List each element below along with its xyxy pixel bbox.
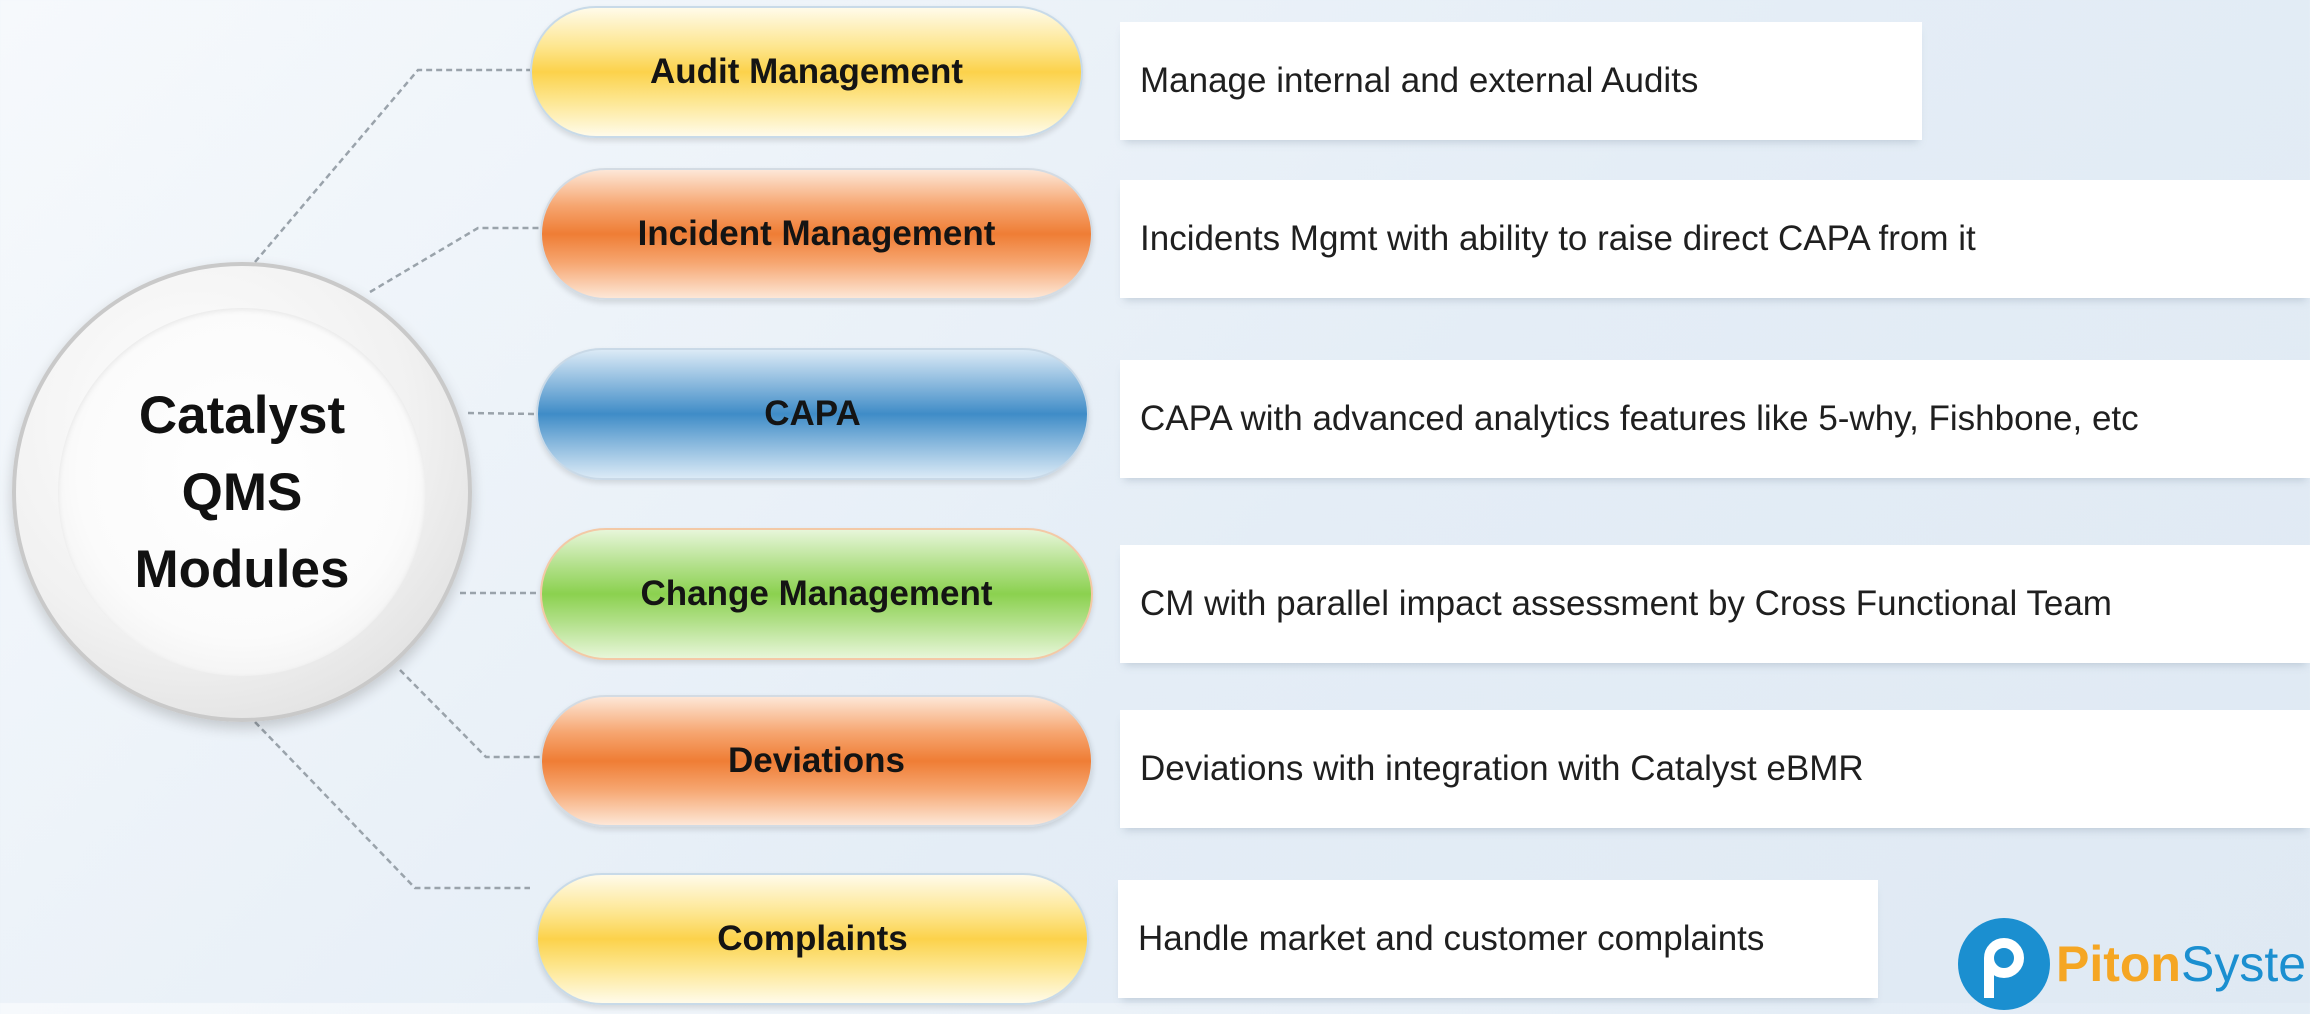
piton-systems-logo: PitonSyste [1958, 914, 2306, 1014]
module-description-audit-management: Manage internal and external Audits [1120, 22, 1922, 140]
hub-title-line-3: Modules [134, 539, 350, 599]
description-text: CAPA with advanced analytics features li… [1140, 399, 2139, 438]
connector-capa [467, 411, 539, 416]
module-pill-deviations[interactable]: Deviations [540, 695, 1093, 827]
description-text: Handle market and customer complaints [1138, 919, 1765, 958]
hub-title-line-2: QMS [181, 462, 303, 522]
hub-inner-circle: Catalyst QMS Modules [58, 308, 426, 676]
module-label: Change Management [640, 574, 993, 613]
description-text: Deviations with integration with Catalys… [1140, 749, 1864, 788]
hub-circle: Catalyst QMS Modules [12, 262, 472, 722]
connector-incident [369, 226, 540, 294]
module-description-deviations: Deviations with integration with Catalys… [1120, 710, 2310, 828]
module-description-change-management: CM with parallel impact assessment by Cr… [1120, 545, 2310, 663]
module-label: Incident Management [637, 214, 996, 253]
logo-text-systems: Syste [2180, 936, 2307, 992]
module-description-capa: CAPA with advanced analytics features li… [1120, 360, 2310, 478]
hub-title-line-1: Catalyst [138, 385, 346, 445]
module-label: CAPA [764, 394, 861, 433]
description-text: CM with parallel impact assessment by Cr… [1140, 584, 2112, 623]
module-label: Audit Management [649, 52, 964, 91]
module-pill-audit-management[interactable]: Audit Management [530, 6, 1083, 138]
connector-audit [254, 68, 530, 263]
module-label: Deviations [728, 741, 905, 780]
module-description-complaints: Handle market and customer complaints [1118, 880, 1878, 998]
description-text: Incidents Mgmt with ability to raise dir… [1140, 219, 1976, 258]
module-pill-capa[interactable]: CAPA [536, 348, 1089, 480]
module-description-incident-management: Incidents Mgmt with ability to raise dir… [1120, 180, 2310, 298]
logo-wordmark: PitonSyste [2056, 935, 2306, 993]
hub-title: Catalyst QMS Modules [135, 377, 350, 608]
piton-logo-icon [1958, 918, 2050, 1010]
module-label: Complaints [717, 919, 908, 958]
module-pill-incident-management[interactable]: Incident Management [540, 168, 1093, 300]
module-pill-change-management[interactable]: Change Management [540, 528, 1093, 660]
logo-text-piton: Piton [2056, 936, 2181, 992]
connector-complaints [254, 721, 530, 890]
module-pill-complaints[interactable]: Complaints [536, 873, 1089, 1005]
connector-deviations [399, 669, 540, 759]
description-text: Manage internal and external Audits [1140, 61, 1699, 100]
